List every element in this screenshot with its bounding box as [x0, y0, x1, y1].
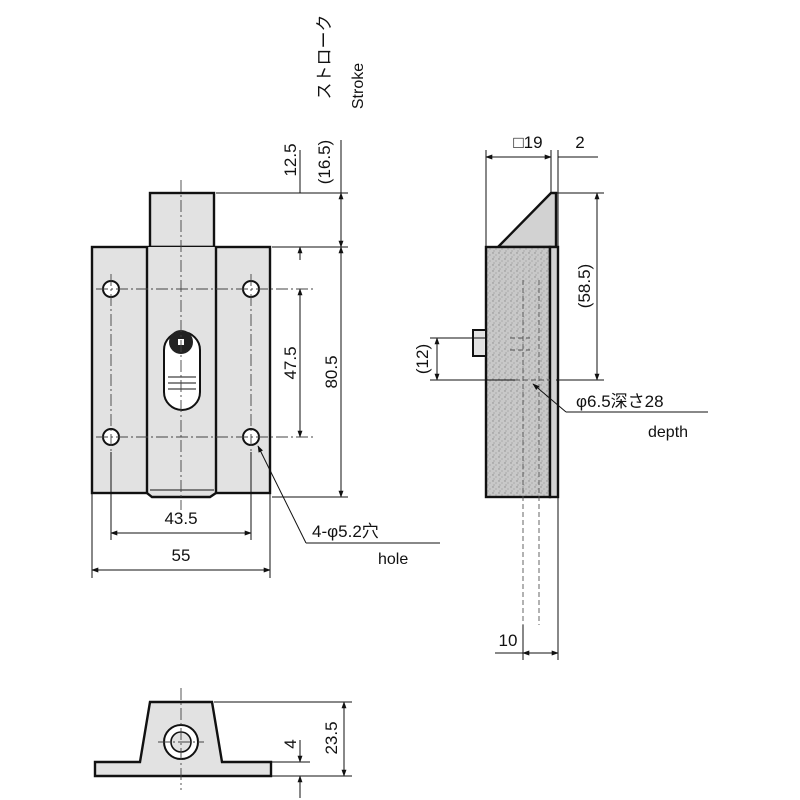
dim-58-5: (58.5) — [575, 264, 594, 308]
dim-43-5: 43.5 — [164, 509, 197, 528]
hole-label: 4-φ5.2穴 — [312, 522, 379, 541]
depth-en-label: depth — [648, 424, 688, 441]
front-view: 12.5 (16.5) ストローク Stroke 47.5 80.5 43.5 … — [90, 15, 440, 578]
dim-16-5: (16.5) — [315, 140, 334, 184]
bolt-top — [148, 191, 216, 249]
dim-19: □19 — [513, 133, 542, 152]
side-knob — [472, 329, 487, 357]
dim-55: 55 — [172, 546, 191, 565]
side-view: □19 2 (58.5) (12) φ6.5深さ28 depth 10 — [413, 133, 708, 660]
stroke-ja-label: ストローク — [315, 15, 334, 100]
side-body — [484, 245, 552, 499]
dim-10: 10 — [499, 631, 518, 650]
dim-4: 4 — [281, 739, 300, 748]
dim-23-5: 23.5 — [322, 721, 341, 754]
stroke-en-label: Stroke — [350, 63, 367, 109]
hole-en-label: hole — [378, 551, 408, 568]
side-plate — [548, 245, 560, 499]
dim-12-5: 12.5 — [281, 143, 300, 176]
dim-80-5: 80.5 — [322, 355, 341, 388]
dim-47-5: 47.5 — [281, 346, 300, 379]
bottom-view: 4 23.5 — [93, 688, 352, 798]
dim-2: 2 — [575, 133, 584, 152]
dim-12: (12) — [413, 344, 432, 374]
bolt-wedge — [495, 191, 558, 249]
depth-label: φ6.5深さ28 — [576, 392, 664, 411]
